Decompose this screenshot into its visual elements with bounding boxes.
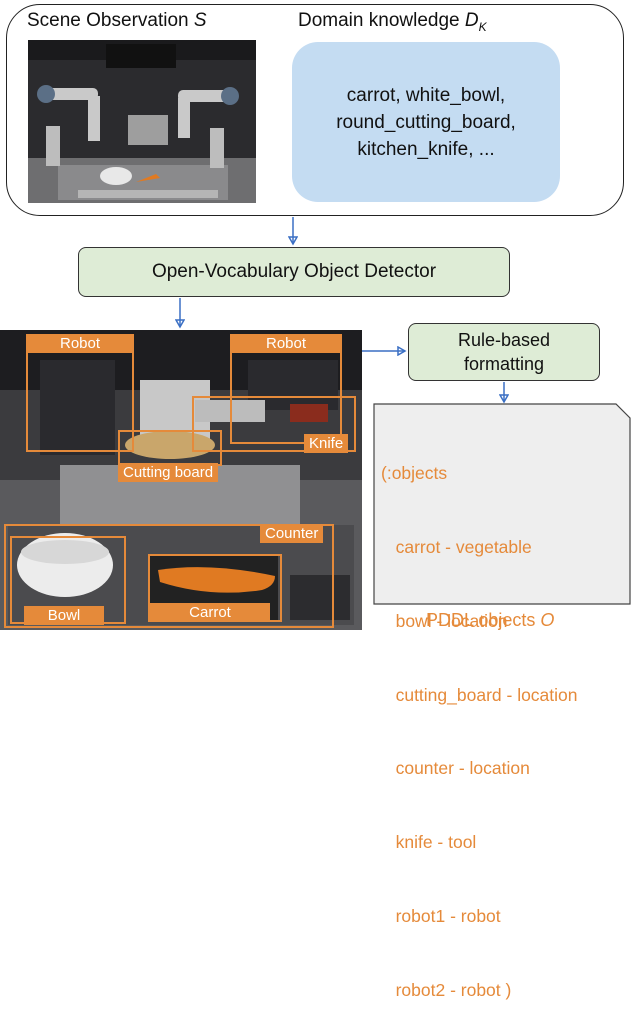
pddl-card-shape [373,403,631,605]
pddl-line: cutting_board - location [381,684,578,705]
dk-line: round_cutting_board, [336,112,516,133]
bowl-label: Bowl [24,606,104,625]
scene-observation-title: Scene Observation S [27,10,207,31]
counter-box [4,524,334,628]
rule-line-2: formatting [463,354,545,374]
pddl-line: bowl - location [381,610,508,631]
pddl-line: counter - location [381,758,530,779]
object-detector-box: Open-Vocabulary Object Detector [78,247,510,297]
pddl-line: carrot - vegetable [381,536,532,557]
counter-label: Counter [260,524,324,543]
pddl-caption: PDDL objects O [426,610,555,630]
robot-left-label: Robot [26,334,134,353]
domain-knowledge-title: Domain knowledge DK [298,10,487,34]
dk-line: carrot, white_bowl, [346,85,506,106]
pddl-line: knife - tool [381,832,477,853]
robot-right-label: Robot [230,334,342,353]
carrot-label: Carrot [150,603,270,622]
rule-based-formatting-box: Rule-based formatting [408,323,600,381]
scene-photo [28,40,256,203]
domain-knowledge-panel: carrot, white_bowl, round_cutting_board,… [292,42,560,202]
dk-line: kitchen_knife, ... [357,139,495,160]
cutting-board-label: Cutting board [118,463,219,482]
pddl-line: robot2 - robot ) [381,979,512,1000]
connector-arrows [0,217,631,605]
knife-box [192,396,356,452]
detection-photo: Robot Robot Knife Cutting board Counter … [0,330,362,630]
pddl-objects-text: (:objects carrot - vegetable bowl - loca… [381,412,578,1027]
pddl-line: (:objects [381,463,448,484]
pddl-line: robot1 - robot [381,905,501,926]
knife-label: Knife [304,434,349,453]
rule-line-1: Rule-based [457,330,551,350]
